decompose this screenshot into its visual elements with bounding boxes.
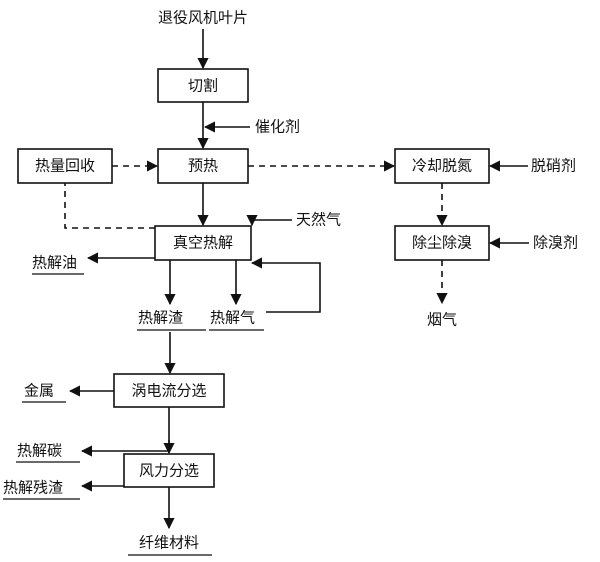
denitration-agent-label: 脱硝剂 (531, 157, 576, 175)
pyrolysis-residue-label: 热解渣 (138, 309, 183, 327)
cooling-denitration-box: 冷却脱氮 (394, 148, 490, 184)
arrow-natural-gas-in (246, 214, 292, 227)
metal-label: 金属 (24, 382, 54, 400)
pyrolysis-remnant-label: 热解残渣 (3, 479, 63, 497)
bromine-removal-agent-label: 除溴剂 (533, 234, 578, 252)
pyrolysis-gas-label: 热解气 (210, 309, 255, 327)
flue-gas-label: 烟气 (427, 311, 457, 329)
arrow-pyrolysis-gas-recycle (250, 257, 321, 313)
fiber-material-label: 纤维材料 (139, 534, 199, 552)
heat-recovery-label: 热量回收 (35, 157, 95, 175)
vacuum-pyrolysis-label: 真空热解 (173, 234, 233, 252)
pyrolysis-oil-label: 热解油 (32, 254, 77, 272)
eddy-current-separation-label: 涡电流分选 (131, 382, 206, 400)
cutting-box: 切割 (157, 68, 249, 103)
dust-bromine-removal-label: 除尘除溴 (412, 234, 472, 252)
wind-separation-box: 风力分选 (123, 453, 215, 488)
catalyst-label: 催化剂 (255, 118, 300, 136)
dust-bromine-removal-box: 除尘除溴 (394, 225, 490, 261)
natural-gas-label: 天然气 (296, 211, 341, 229)
vacuum-pyrolysis-box: 真空热解 (154, 225, 252, 261)
arrow-pyrolysis-carbon-out (80, 440, 170, 457)
input-label: 退役风机叶片 (158, 9, 248, 27)
wind-separation-label: 风力分选 (139, 462, 199, 480)
preheat-box: 预热 (157, 148, 249, 184)
eddy-current-separation-box: 涡电流分选 (113, 373, 225, 408)
dashed-line-pyrolysis-to-heat-recovery (64, 183, 155, 229)
cooling-denitration-label: 冷却脱氮 (412, 157, 472, 175)
pyrolysis-carbon-label: 热解碳 (17, 442, 62, 460)
cutting-label: 切割 (188, 77, 218, 95)
heat-recovery-box: 热量回收 (17, 148, 113, 184)
preheat-label: 预热 (188, 157, 218, 175)
